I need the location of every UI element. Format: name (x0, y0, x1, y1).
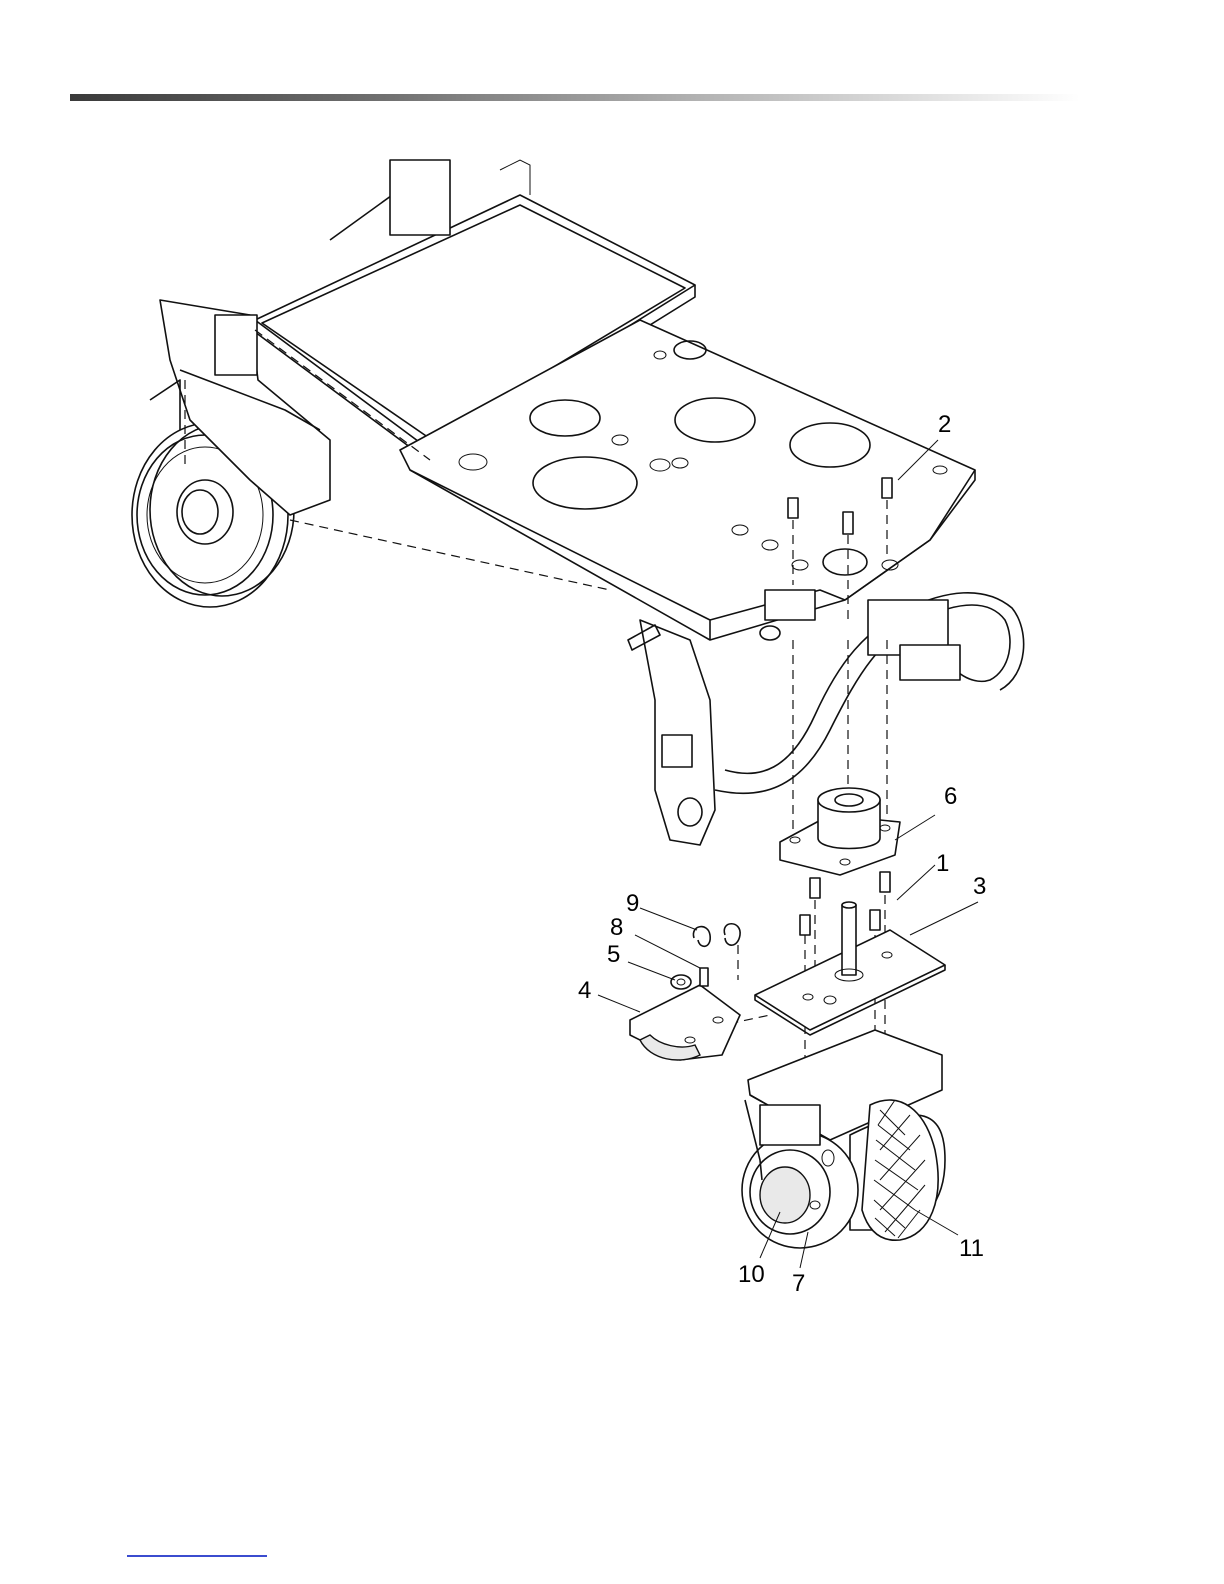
bearing-flange-item-6 (780, 788, 900, 875)
callout-2: 2 (938, 411, 951, 438)
callout-4: 4 (578, 977, 591, 1004)
callout-9: 9 (626, 890, 639, 917)
side-strut (628, 620, 715, 845)
callout-6: 6 (944, 783, 957, 810)
callout-1: 1 (936, 850, 949, 877)
callout-3: 3 (973, 873, 986, 900)
callout-8: 8 (610, 914, 623, 941)
callout-10: 10 (738, 1261, 765, 1288)
washer-item-5 (671, 975, 691, 989)
shaft-plate-item-3 (755, 902, 945, 1035)
clips-item-9 (693, 924, 740, 947)
callout-5: 5 (607, 941, 620, 968)
footer-link-underline[interactable] (127, 1555, 267, 1557)
callout-7: 7 (792, 1270, 805, 1297)
pin-item-8 (700, 968, 708, 986)
callout-11: 11 (959, 1235, 984, 1262)
bracket-item-4 (630, 985, 740, 1060)
